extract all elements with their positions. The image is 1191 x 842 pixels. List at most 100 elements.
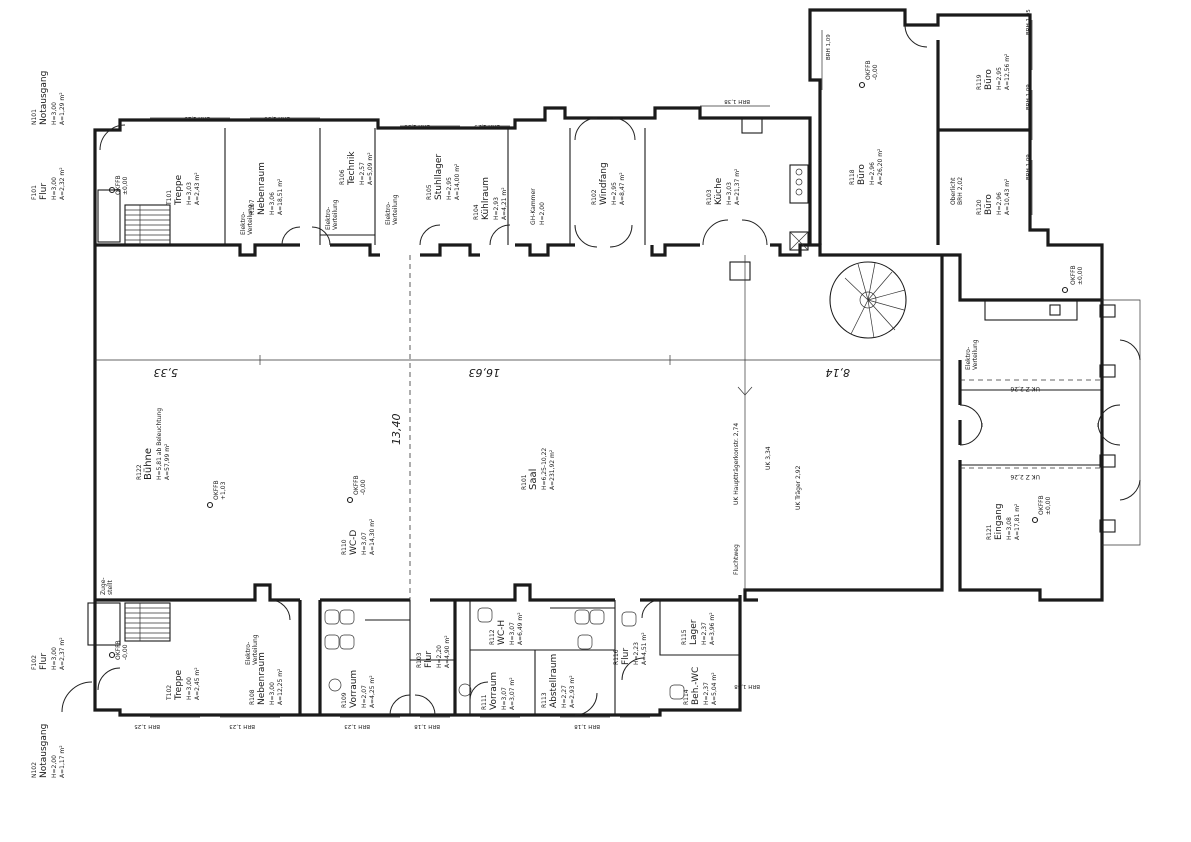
room-number: R121 — [986, 524, 993, 540]
room-name: Nebenraum — [257, 162, 267, 215]
room-height: H=3,00 — [51, 102, 58, 125]
room-r120: R120 Büro H=2,96 A=10,43 m² — [976, 178, 1011, 215]
room-name: Eingang — [994, 503, 1004, 540]
okffb-marker: OKFFB-0,00 — [353, 475, 367, 495]
room-number: R110 — [341, 539, 348, 555]
room-number: R118 — [849, 169, 856, 185]
label-elektro-verteilung: Elektro-Verteilung — [965, 339, 979, 370]
room-labels: R101 Saal H=6,25-10,22 A=231,92 m² R122 … — [31, 53, 1021, 778]
room-number: R119 — [976, 74, 983, 90]
room-r112: R112 WC-H H=3,07 A=6,49 m² — [489, 612, 524, 645]
brh-label: BRH 1,38 — [734, 683, 760, 689]
room-height: H=2,37 — [703, 682, 710, 705]
room-name: Abstellraum — [549, 654, 559, 708]
room-r106: R106 Technik H=2,57 A=5,09 m² — [339, 151, 374, 186]
room-r115: R115 Lager H=2,37 A=3,96 m² — [681, 612, 716, 645]
room-height: H=2,20 — [436, 645, 443, 668]
room-number: N101 — [31, 109, 38, 125]
room-height: H=3,03 — [726, 182, 733, 205]
room-name: Notausgang — [39, 71, 49, 125]
label-elektro-verteilung: Elektro-Verteilung — [385, 194, 399, 225]
doors — [61, 24, 1141, 716]
brh-label: BRH 1,09 — [1026, 84, 1032, 110]
okffb-marker: OKFFB+1,03 — [213, 480, 227, 500]
label-elektro-verteilung: Elektro-Verteilung — [240, 204, 254, 235]
room-area: A=5,04 m² — [711, 672, 718, 705]
room-name: Büro — [857, 164, 867, 185]
room-number: R114 — [683, 689, 690, 705]
room-name: Küche — [714, 177, 724, 205]
room-name: WC-H — [497, 620, 507, 645]
room-area: A=2,45 m² — [194, 667, 201, 700]
brh-label: BRH 1,09 — [1026, 154, 1032, 180]
room-area: A=2,43 m² — [194, 172, 201, 205]
room-number: R111 — [481, 694, 488, 710]
room-number: R104 — [473, 204, 480, 220]
room-name: Treppe — [174, 669, 184, 701]
room-name: Notausgang — [39, 724, 49, 778]
room-area: A=12,25 m² — [277, 668, 284, 705]
room-r103: R103 Küche H=3,03 A=21,37 m² — [706, 168, 741, 205]
okffb-marker: OKFFB-0,00 — [115, 640, 129, 660]
room-area: A=3,07 m² — [509, 677, 516, 710]
room-name: Nebenraum — [257, 652, 267, 705]
room-area: A=4,51 m² — [641, 632, 648, 665]
room-number: R113 — [541, 692, 548, 708]
room-number: R108 — [249, 689, 256, 705]
room-number: R109 — [341, 692, 348, 708]
room-r113: R113 Abstellraum H=2,27 A=2,93 m² — [541, 654, 576, 708]
room-name: Kühlraum — [481, 177, 491, 220]
room-height: H=2,37 — [701, 622, 708, 645]
room-name: Beh.-WC — [691, 667, 701, 705]
label-uk-traeger: UK Träger 2,92 — [795, 465, 802, 510]
room-area: A=6,49 m² — [517, 612, 524, 645]
room-name: Stuhllager — [434, 154, 444, 200]
room-number: N102 — [31, 762, 38, 778]
room-f101: F101 Flur H=3,00 A=2,32 m² — [31, 167, 66, 200]
room-height: H=2,00 — [51, 755, 58, 778]
room-name: Flur — [424, 651, 434, 668]
dim-1663: 16,63 — [469, 366, 501, 379]
okffb-marker: OKFFB±0,00 — [1070, 265, 1084, 285]
label-oberlicht: OberlichtBRH 2,02 — [950, 177, 964, 205]
room-area: A=21,37 m² — [734, 168, 741, 205]
label-haupttraeger: UK Hauptträgerkonstr. 2,74 — [733, 423, 740, 505]
room-number: R103 — [706, 189, 713, 205]
room-r103b: R103 Flur H=2,20 A=4,90 m² — [416, 635, 451, 668]
room-name: Windfang — [599, 162, 609, 205]
okffb-marker: OKFFB±0,00 — [1038, 495, 1052, 515]
dimension-lines — [95, 255, 1102, 600]
room-area: A=2,37 m² — [59, 637, 66, 670]
label-ukz: UK Z 2,26 — [1010, 385, 1040, 392]
room-height: H=2,23 — [633, 642, 640, 665]
room-r119: R119 Büro H=2,95 A=12,56 m² — [976, 53, 1011, 90]
room-area: A=18,51 m² — [277, 178, 284, 215]
label-zugestellt: Zuge-stellt — [100, 577, 114, 595]
level-markers: OKFFB±0,00 OKFFB+1,03 OKFFB-0,00 OKFFB-0… — [108, 60, 1084, 660]
room-r122: R122 Bühne H=5,81 ab Beleuchtung A=57,99… — [136, 408, 171, 480]
dim-814: 8,14 — [826, 366, 851, 379]
room-name: GH-Kammer — [530, 188, 537, 225]
room-area: A=1,17 m² — [59, 745, 66, 778]
room-height: H=3,06 — [269, 192, 276, 215]
room-number: F102 — [31, 655, 38, 670]
room-number: T102 — [166, 685, 173, 701]
room-t102: T102 Treppe H=3,00 A=2,45 m² — [166, 667, 201, 701]
room-height: H=2,93 — [493, 197, 500, 220]
room-n102: N102 Notausgang H=2,00 A=1,17 m² — [31, 724, 66, 778]
outer-walls — [93, 8, 1104, 717]
room-number: R103 — [416, 652, 423, 668]
room-area: A=2,93 m² — [569, 675, 576, 708]
okffb-marker: OKFFB-0,00 — [865, 60, 879, 80]
room-name: Büro — [984, 194, 994, 215]
label-fluchtweg: Fluchtweg — [733, 544, 740, 575]
room-height: H=6,25-10,22 — [541, 448, 548, 490]
room-height: H=5,81 ab Beleuchtung — [156, 408, 163, 480]
room-number: R112 — [489, 629, 496, 645]
window-marks — [150, 20, 1033, 718]
room-r107: R107 Nebenraum H=3,06 A=18,51 m² — [249, 162, 284, 215]
room-number: R115 — [681, 629, 688, 645]
interior-walls — [87, 117, 1141, 715]
room-f102: F102 Flur H=3,00 A=2,37 m² — [31, 637, 66, 670]
room-height: H=3,00 — [269, 682, 276, 705]
